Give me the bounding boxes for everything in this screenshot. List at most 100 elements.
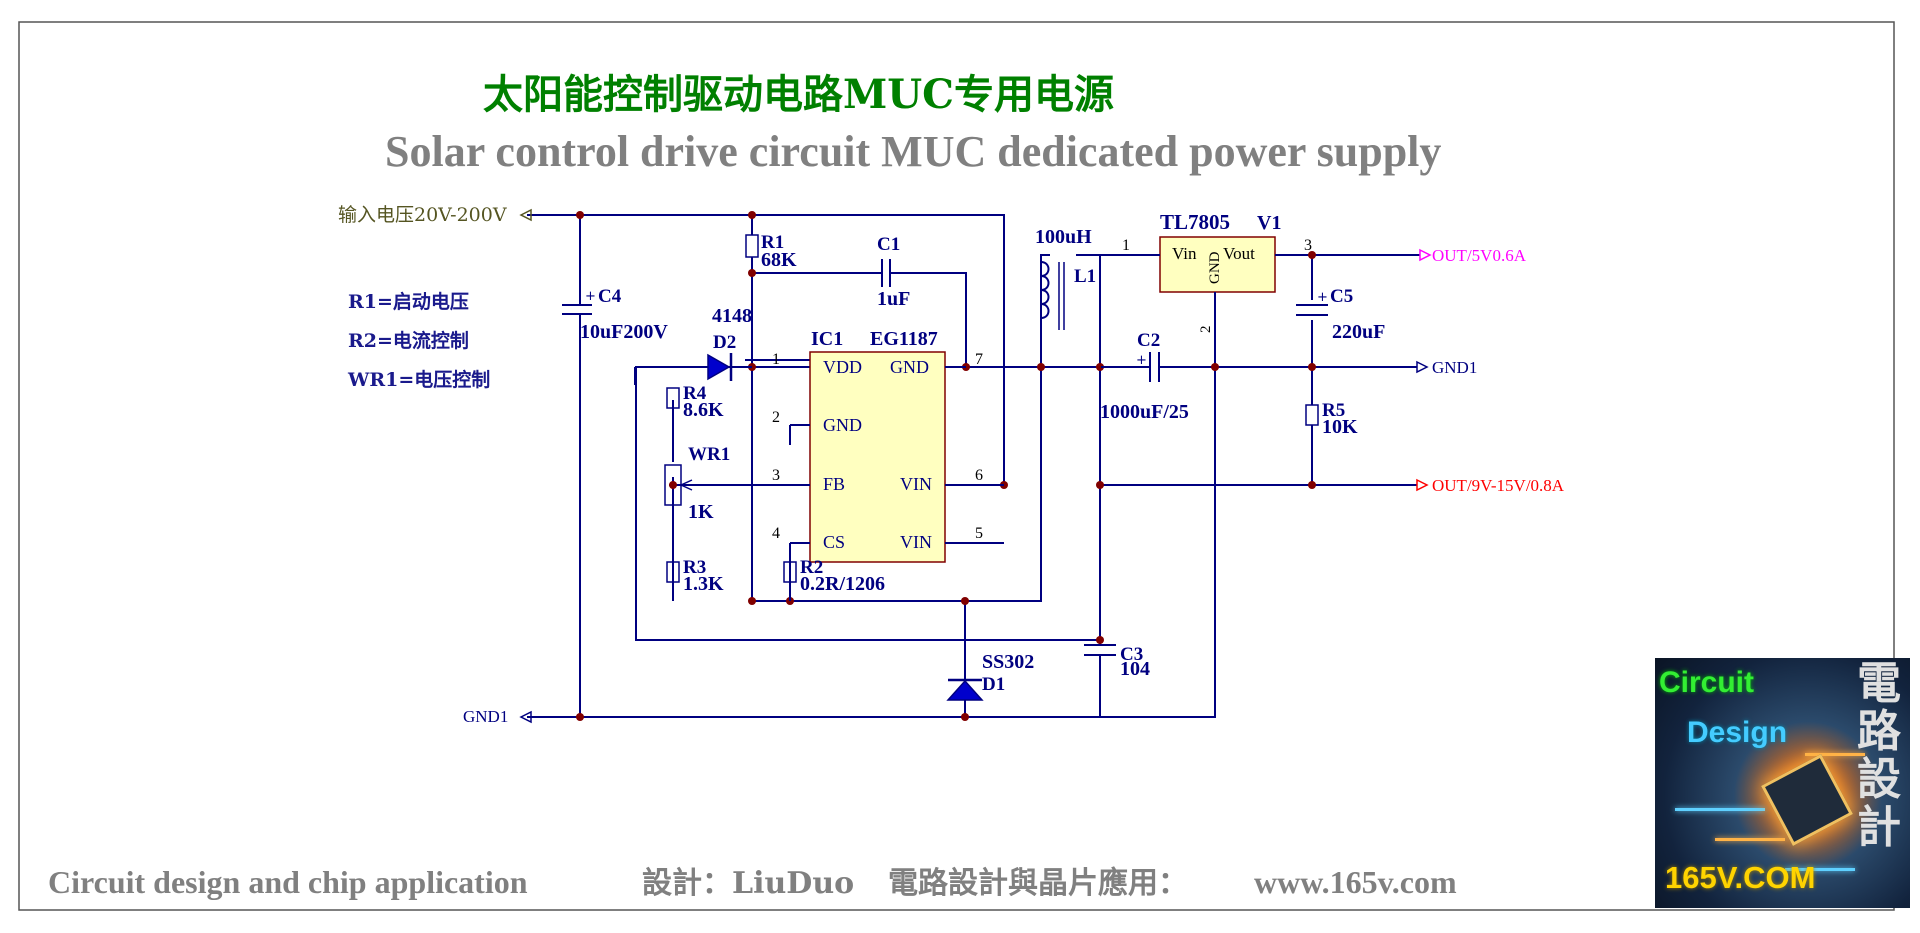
d2-part: 4148	[712, 305, 752, 327]
diode-d2: 4148 D2	[700, 305, 752, 381]
logo-circuit-text: Circuit	[1659, 666, 1755, 699]
ic1-pin-fb: FB	[823, 474, 845, 494]
d1-part: SS302	[982, 651, 1034, 673]
brand-logo: Circuit Design 電 路 設 計 165V.COM	[1655, 658, 1910, 908]
footer-url: www.165v.com	[1254, 864, 1457, 900]
r2-ref: R2	[800, 557, 823, 578]
capacitor-c4: + C4 10uF200V	[562, 286, 668, 343]
c5-plus: +	[1317, 290, 1328, 305]
ic1-part: EG1187	[870, 328, 938, 350]
potentiometer-wr1: WR1 1K	[664, 444, 810, 523]
inductor-l1: 100uH L1	[1035, 226, 1096, 330]
resistor-r3: R3 1.3K	[666, 557, 724, 595]
d2-ref: D2	[713, 332, 736, 353]
r3-body	[666, 561, 680, 583]
out-9v-label: OUT/9V-15V/0.8A	[1432, 476, 1565, 495]
regulator-num-2: 2	[1198, 326, 1214, 334]
c1-ref: C1	[877, 234, 900, 255]
ic1-pin-cs: CS	[823, 532, 845, 552]
r5-value: 10K	[1322, 416, 1358, 438]
r1-ref: R1	[761, 232, 784, 253]
footer: Circuit design and chip application 設計：L…	[48, 864, 1457, 901]
r3-ref: R3	[683, 557, 706, 578]
l1-ref: L1	[1074, 266, 1096, 287]
wr1-value: 1K	[688, 501, 714, 523]
regulator-pin-vout: Vout	[1223, 244, 1255, 263]
gnd-right-label: GND1	[1432, 358, 1477, 377]
ic1-pin-vdd: VDD	[823, 357, 862, 377]
c2-value: 1000uF/25	[1100, 401, 1189, 423]
footer-left: Circuit design and chip application	[48, 864, 528, 900]
out-5v-label: OUT/5V0.6A	[1432, 246, 1527, 265]
regulator-pin-vin: Vin	[1172, 244, 1197, 263]
c3-ref: C3	[1120, 644, 1143, 665]
logo-cn-char: 計	[1857, 802, 1901, 853]
logo-design-text: Design	[1687, 716, 1788, 749]
c5-ref: C5	[1330, 286, 1353, 307]
logo-url: 165V.COM	[1665, 860, 1816, 895]
ic1-num-5: 5	[975, 525, 983, 542]
ic1-num-6: 6	[975, 467, 983, 484]
footer-designer: 設計：LiuDuo	[642, 866, 854, 901]
r4-body	[666, 387, 680, 409]
c2-plus: +	[1136, 353, 1147, 368]
gnd-left-label: GND1	[463, 707, 508, 726]
out-9v-port: OUT/9V-15V/0.8A	[1416, 476, 1565, 495]
gnd-right-port: GND1	[1416, 358, 1477, 377]
regulator-body	[1159, 236, 1276, 293]
regulator-ref: V1	[1257, 212, 1281, 234]
r1-value: 68K	[761, 249, 797, 271]
gnd-left-port: GND1	[463, 707, 532, 726]
ic1-num-7: 7	[975, 351, 983, 368]
logo-cn-char: 路	[1857, 706, 1901, 757]
ic1-body	[809, 351, 946, 563]
c4-ref: C4	[598, 286, 622, 307]
regulator-num-3: 3	[1304, 237, 1312, 254]
title-cn: 太阳能控制驱动电路MUC专用电源	[483, 71, 1114, 118]
c1-value: 1uF	[877, 288, 910, 310]
resistor-r5: R5 10K	[1305, 400, 1358, 438]
wr1-ref: WR1	[688, 444, 730, 465]
r4-ref: R4	[683, 383, 707, 404]
logo-cn-char: 設	[1857, 754, 1901, 805]
l1-value: 100uH	[1035, 226, 1092, 248]
note-wr1: WR1=电压控制	[347, 368, 490, 391]
regulator-pin-gnd: GND	[1207, 251, 1223, 284]
input-voltage-label: 输入电压20V-200V	[338, 204, 507, 226]
title-en: Solar control drive circuit MUC dedicate…	[385, 127, 1441, 176]
capacitor-c3: C3 104	[1084, 644, 1150, 680]
d1-ref: D1	[982, 674, 1005, 695]
regulator-num-1: 1	[1122, 237, 1130, 254]
ic1-num-1: 1	[772, 351, 780, 368]
junctions	[576, 211, 1316, 721]
c5-value: 220uF	[1332, 321, 1385, 343]
logo-cn-text: 電 路 設 計	[1856, 660, 1902, 852]
input-port: 输入电压20V-200V	[338, 204, 532, 226]
diode-d1: SS302 D1	[946, 651, 1034, 701]
ic1-num-2: 2	[772, 409, 780, 426]
r2-value: 0.2R/1206	[800, 573, 885, 595]
r1-body	[745, 234, 759, 258]
ic1-pin-gnd: GND	[823, 415, 862, 435]
design-notes: R1=启动电压 R2=电流控制 WR1=电压控制	[347, 290, 490, 391]
resistor-r2: R2 0.2R/1206	[783, 545, 885, 601]
capacitor-c1: C1 1uF	[877, 234, 910, 310]
ic1-num-4: 4	[772, 525, 780, 542]
chip-icon	[1761, 754, 1853, 846]
note-r1: R1=启动电压	[348, 290, 469, 313]
wires	[527, 214, 1420, 718]
sheet-border	[18, 21, 1895, 911]
capacitor-c5: + C5 220uF	[1296, 286, 1385, 343]
regulator-part: TL7805	[1160, 210, 1230, 234]
ic1-pin-gnd-top: GND	[890, 357, 929, 377]
ic1-ref: IC1	[811, 328, 843, 350]
capacitor-c2: + C2 1000uF/25	[1100, 330, 1189, 423]
regulator-tl7805: TL7805 V1 Vin Vout GND 1 3 2	[1122, 210, 1312, 333]
resistor-r1: R1 68K	[745, 232, 797, 271]
resistor-r4: R4 8.6K	[666, 383, 724, 421]
footer-site-label: 電路設計與晶片應用：	[888, 866, 1188, 901]
ic1-num-3: 3	[772, 467, 780, 484]
logo-cn-char: 電	[1857, 658, 1901, 709]
ic1-eg1187: IC1 EG1187 VDD GND GND FB VIN CS VIN 1 2…	[772, 328, 1004, 563]
